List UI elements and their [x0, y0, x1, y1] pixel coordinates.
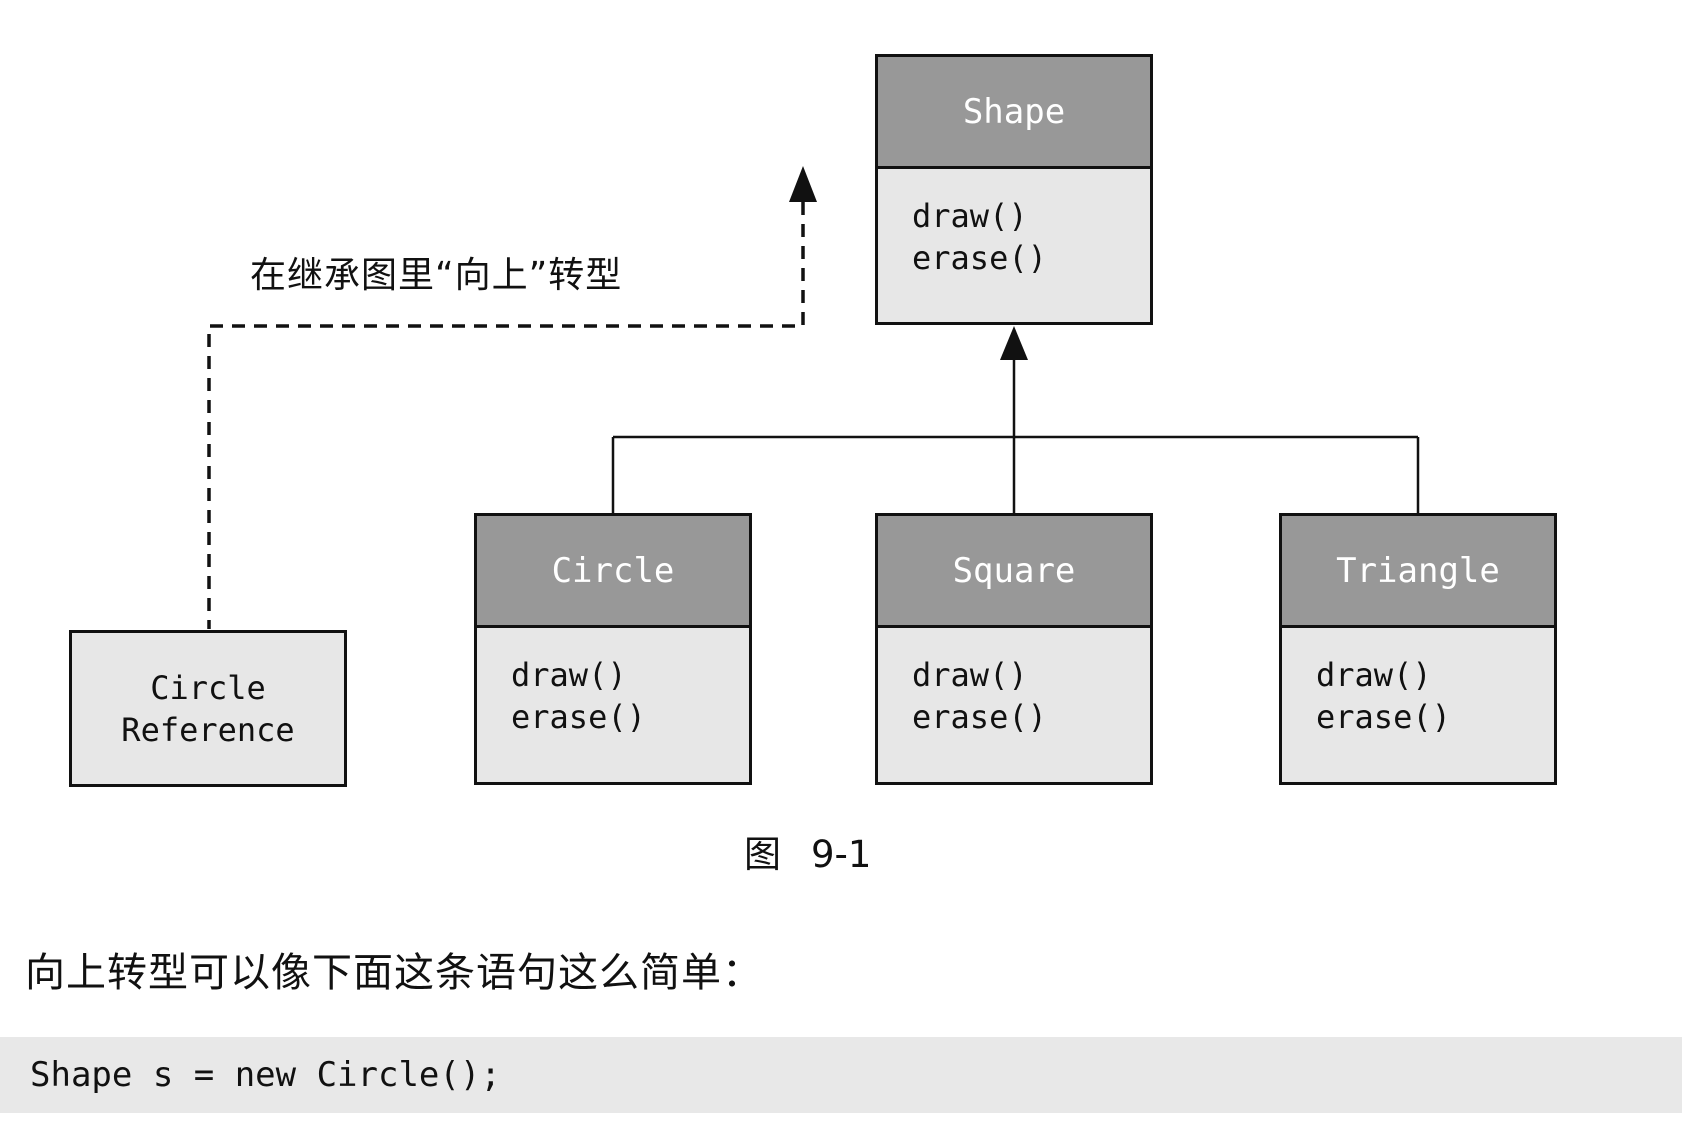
code-block: Shape s = new Circle();	[0, 1037, 1682, 1113]
class-header-triangle: Triangle	[1282, 516, 1554, 628]
class-name-triangle: Triangle	[1336, 550, 1500, 591]
figure-caption-prefix: 图	[744, 833, 781, 876]
class-body-circle: draw() erase()	[477, 628, 749, 782]
class-body-shape: draw() erase()	[878, 169, 1150, 322]
method-erase: erase()	[511, 698, 646, 736]
circle-reference-box: Circle Reference	[69, 630, 347, 787]
method-erase: erase()	[912, 239, 1047, 277]
class-box-shape: Shape draw() erase()	[875, 54, 1153, 325]
paragraph-text: 向上转型可以像下面这条语句这么简单：	[25, 950, 763, 996]
class-name-shape: Shape	[962, 91, 1066, 132]
class-box-triangle: Triangle draw() erase()	[1279, 513, 1557, 785]
method-draw: draw()	[912, 656, 1028, 694]
class-header-shape: Shape	[878, 57, 1150, 169]
figure-caption: 图 9-1	[744, 824, 871, 878]
class-name-circle: Circle	[551, 550, 675, 591]
upcast-dashed-line	[207, 202, 805, 629]
class-header-square: Square	[878, 516, 1150, 628]
code-text: Shape s = new Circle();	[30, 1055, 501, 1095]
class-header-circle: Circle	[477, 516, 749, 628]
class-name-square: Square	[952, 550, 1076, 591]
upcast-label: 在继承图里“向上”转型	[250, 255, 623, 296]
figure-caption-number: 9-1	[811, 833, 872, 876]
class-box-circle: Circle draw() erase()	[474, 513, 752, 785]
method-draw: draw()	[511, 656, 627, 694]
method-erase: erase()	[1316, 698, 1451, 736]
class-body-square: draw() erase()	[878, 628, 1150, 782]
class-box-square: Square draw() erase()	[875, 513, 1153, 785]
method-draw: draw()	[1316, 656, 1432, 694]
inheritance-arrowhead-icon	[1000, 326, 1028, 360]
upcast-arrowhead-icon	[789, 166, 817, 202]
class-body-triangle: draw() erase()	[1282, 628, 1554, 782]
method-draw: draw()	[912, 197, 1028, 235]
method-erase: erase()	[912, 698, 1047, 736]
